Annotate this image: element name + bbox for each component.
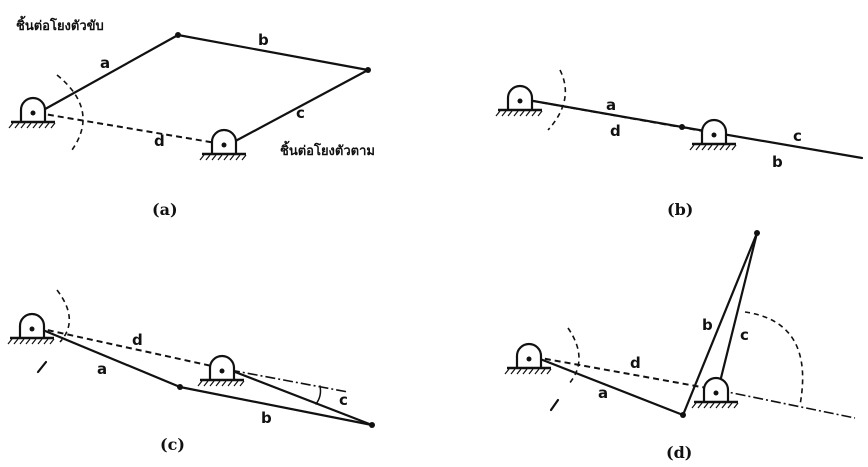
ground-pivot-icon: [7, 96, 57, 130]
swing-arc-b: [547, 69, 567, 131]
label-d: d: [132, 331, 143, 349]
label-b: b: [702, 316, 713, 334]
link-d-d: [534, 356, 719, 391]
ground-pivot-icon: [6, 312, 56, 346]
pin-joint-icon: [177, 384, 183, 390]
swing-arc-d: [567, 327, 580, 386]
label-c: c: [339, 391, 348, 409]
link-c-c: [228, 368, 374, 427]
swing-arc-a: [56, 74, 84, 151]
label-c: c: [793, 127, 802, 145]
link-d-a: [37, 112, 229, 146]
pin-joint-icon: [680, 412, 686, 418]
angle-arc-c: [315, 385, 322, 405]
caption-c: (c): [160, 435, 185, 454]
output-link-label: ชิ้นต่อโยงตัวตาม: [280, 140, 375, 159]
link-c-d: [716, 231, 759, 392]
label-d: d: [154, 132, 165, 150]
label-a: a: [100, 54, 110, 72]
extension-line-c: [229, 369, 349, 393]
arrow-tick-c: [36, 360, 48, 374]
panel-d: b c d a (d): [503, 230, 856, 462]
link-b-c: [178, 385, 374, 427]
label-b: b: [261, 409, 272, 427]
caption-d: (d): [666, 443, 692, 462]
pin-joint-icon: [369, 422, 375, 428]
panel-c: d a b c (c): [6, 289, 375, 454]
link-a-a: [36, 33, 180, 115]
link-a-c: [36, 326, 182, 389]
pin-joint-icon: [679, 124, 685, 130]
ground-pivot-icon: [198, 128, 248, 162]
input-link-label: ชิ้นต่อโยงตัวขับ: [16, 15, 104, 34]
arrow-tick-d: [549, 398, 560, 412]
link-b-d: [681, 231, 759, 417]
label-d: d: [610, 122, 621, 140]
panel-b: a d c b (b): [494, 69, 864, 219]
link-b-a: [176, 33, 370, 72]
pin-joint-icon: [365, 67, 371, 73]
label-c: c: [296, 104, 305, 122]
panel-a: a b c d ชิ้นต่อโยงตัวขับ ชิ้นต่อโยงตัวตา…: [7, 15, 375, 219]
extension-line-d: [717, 389, 856, 419]
pin-joint-icon: [175, 32, 181, 38]
caption-b: (b): [667, 200, 693, 219]
link-a-d: [533, 355, 685, 417]
label-d: d: [630, 354, 641, 372]
pin-joint-icon: [754, 230, 760, 236]
angle-arc-d: [744, 311, 804, 406]
ground-pivot-icon: [503, 342, 553, 376]
label-a: a: [606, 96, 616, 114]
label-a: a: [598, 384, 608, 402]
link-d-c: [37, 327, 231, 371]
label-a: a: [97, 360, 107, 378]
label-b: b: [772, 153, 783, 171]
caption-a: (a): [152, 200, 178, 219]
label-c: c: [740, 326, 749, 344]
link-c-a: [226, 68, 370, 147]
label-b: b: [258, 31, 269, 49]
swing-arc-c: [56, 289, 71, 343]
